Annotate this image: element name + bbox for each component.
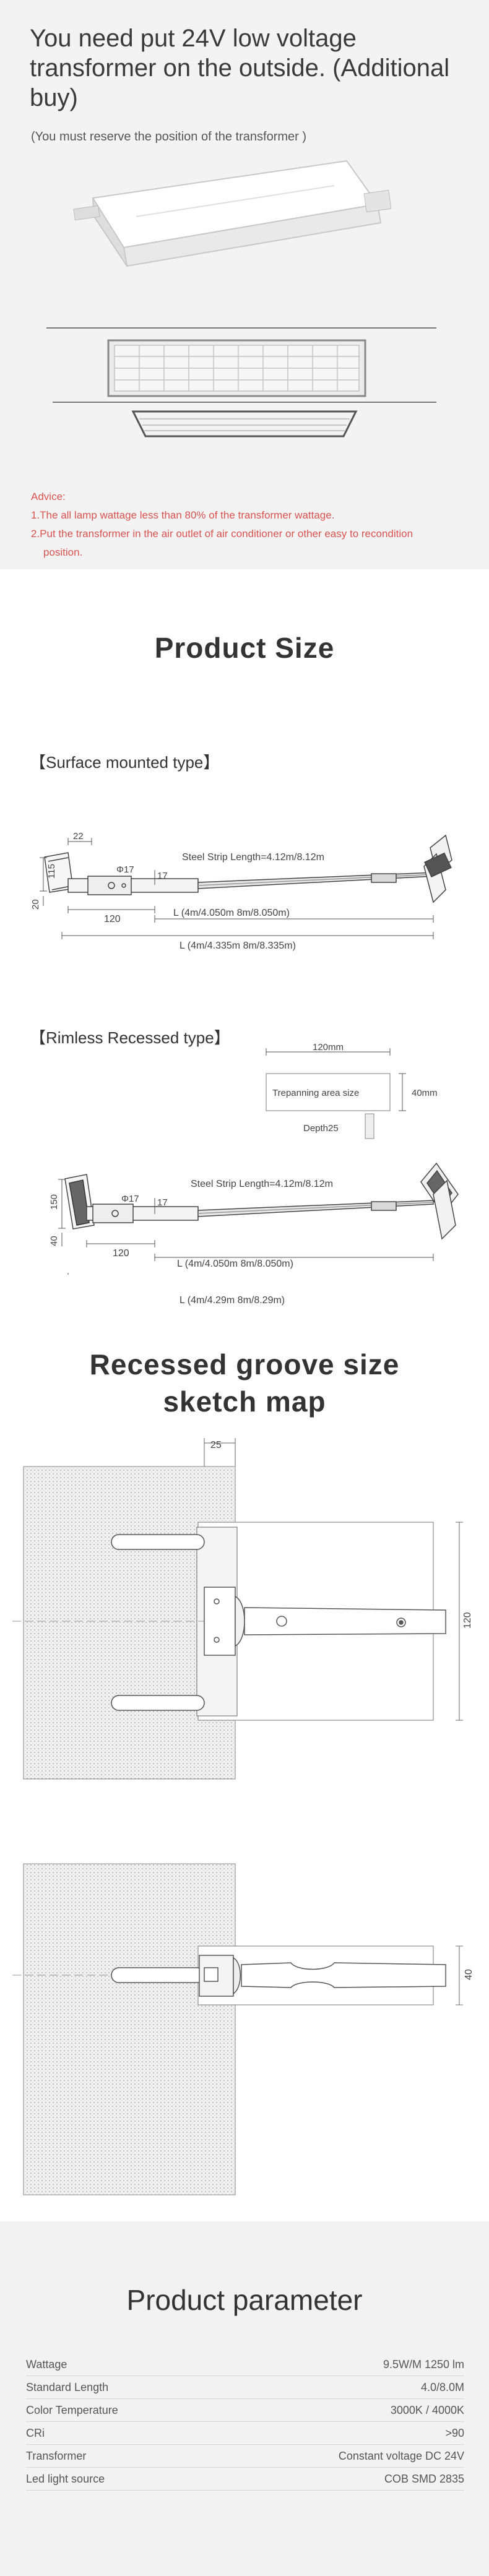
- surface-mounted-diagram: 22 115 20 Φ17 17 120 Steel Strip Length=…: [30, 831, 452, 951]
- dim-phi17-rimless: Φ17: [121, 1194, 139, 1204]
- surface-type-title: 【Surface mounted type】: [30, 753, 220, 772]
- rimless-recessed-diagram: 120mm Trepanning area size 40mm Depth25: [49, 1042, 459, 1275]
- length-outer: L (4m/4.335m 8m/8.335m): [180, 941, 296, 951]
- advice-item-2: 2.Put the transformer in the air outlet …: [31, 528, 413, 540]
- parameter-value: 9.5W/M 1250 lm: [383, 2358, 464, 2371]
- groove-heading-line-1: Recessed groove size: [89, 1348, 400, 1381]
- parameter-row: Led light source COB SMD 2835: [26, 2468, 464, 2491]
- product-parameter-section: Product parameter Wattage 9.5W/M 1250 lm…: [0, 2221, 489, 2576]
- dim-17-rimless: 17: [157, 1197, 168, 1208]
- advice-item-1: 1.The all lamp wattage less than 80% of …: [31, 509, 335, 521]
- transformer-box-image: [73, 160, 392, 267]
- groove-heading: Recessed groove size sketch map: [0, 1346, 489, 1420]
- depth: Depth25: [303, 1123, 339, 1134]
- groove-dim-120: 120: [462, 1612, 473, 1629]
- parameter-value: >90: [445, 2426, 464, 2439]
- parameter-value: 3000K / 4000K: [390, 2403, 464, 2416]
- steel-strip-length: Steel Strip Length=4.12m/8.12m: [182, 852, 324, 863]
- cut-height: 40mm: [412, 1088, 438, 1098]
- parameter-value: Constant voltage DC 24V: [338, 2449, 464, 2462]
- advice-title: Advice:: [31, 491, 66, 502]
- dim-120-rimless: 120: [113, 1248, 129, 1259]
- transformer-title: You need put 24V low voltage transformer…: [30, 25, 450, 111]
- parameter-label: Standard Length: [26, 2380, 109, 2393]
- length-outer-rimless: L (4m/4.29m 8m/8.29m): [180, 1295, 285, 1306]
- length-inner: L (4m/4.050m 8m/8.050m): [173, 908, 290, 918]
- length-inner-rimless: L (4m/4.050m 8m/8.050m): [177, 1259, 293, 1269]
- advice-block: Advice: 1.The all lamp wattage less than…: [31, 488, 477, 562]
- steel-strip-length-rimless: Steel Strip Length=4.12m/8.12m: [191, 1179, 333, 1189]
- groove-dim-40: 40: [464, 1969, 474, 1980]
- parameter-value: 4.0/8.0M: [420, 2380, 464, 2393]
- parameter-table: Wattage 9.5W/M 1250 lm Standard Length 4…: [26, 2353, 464, 2491]
- groove-dim-25: 25: [210, 1440, 222, 1450]
- advice-item-2-cont: position.: [43, 546, 83, 558]
- cut-width: 120mm: [313, 1042, 344, 1053]
- dim-120: 120: [104, 914, 121, 924]
- cut-label: Trepanning area size: [272, 1088, 359, 1098]
- transformer-section: You need put 24V low voltage transformer…: [0, 0, 489, 569]
- parameter-row: Standard Length 4.0/8.0M: [26, 2376, 464, 2399]
- rimless-type-title: 【Rimless Recessed type】: [30, 1028, 230, 1047]
- dim-17: 17: [157, 871, 168, 881]
- parameter-label: Transformer: [26, 2449, 87, 2462]
- groove-sketch-bottom: 40: [12, 1863, 474, 2195]
- groove-heading-line-2: sketch map: [163, 1385, 326, 1418]
- transformer-subtitle: (You must reserve the position of the tr…: [31, 130, 307, 144]
- parameter-label: Wattage: [26, 2358, 67, 2371]
- ceiling-vent-image: [131, 410, 358, 437]
- parameter-row: Color Temperature 3000K / 4000K: [26, 2399, 464, 2422]
- groove-sketch-top: 25 120: [12, 1438, 473, 1780]
- dim-22: 22: [73, 831, 84, 842]
- dim-20: 20: [30, 899, 41, 910]
- parameter-label: Led light source: [26, 2472, 105, 2485]
- parameter-row: Wattage 9.5W/M 1250 lm: [26, 2353, 464, 2376]
- parameter-label: CRi: [26, 2426, 45, 2439]
- dim-phi17: Φ17: [116, 864, 134, 875]
- dim-40: 40: [49, 1236, 59, 1246]
- product-size-heading: Product Size: [154, 632, 335, 664]
- dim-115: 115: [46, 864, 57, 879]
- product-parameter-heading: Product parameter: [126, 2284, 363, 2316]
- parameter-value: COB SMD 2835: [384, 2472, 464, 2485]
- parameter-row: CRi >90: [26, 2422, 464, 2445]
- dim-150: 150: [49, 1194, 59, 1210]
- parameter-row: Transformer Constant voltage DC 24V: [26, 2445, 464, 2468]
- parameter-label: Color Temperature: [26, 2403, 118, 2416]
- transformer-illustration: [46, 160, 436, 437]
- air-outlet-image: [107, 339, 366, 397]
